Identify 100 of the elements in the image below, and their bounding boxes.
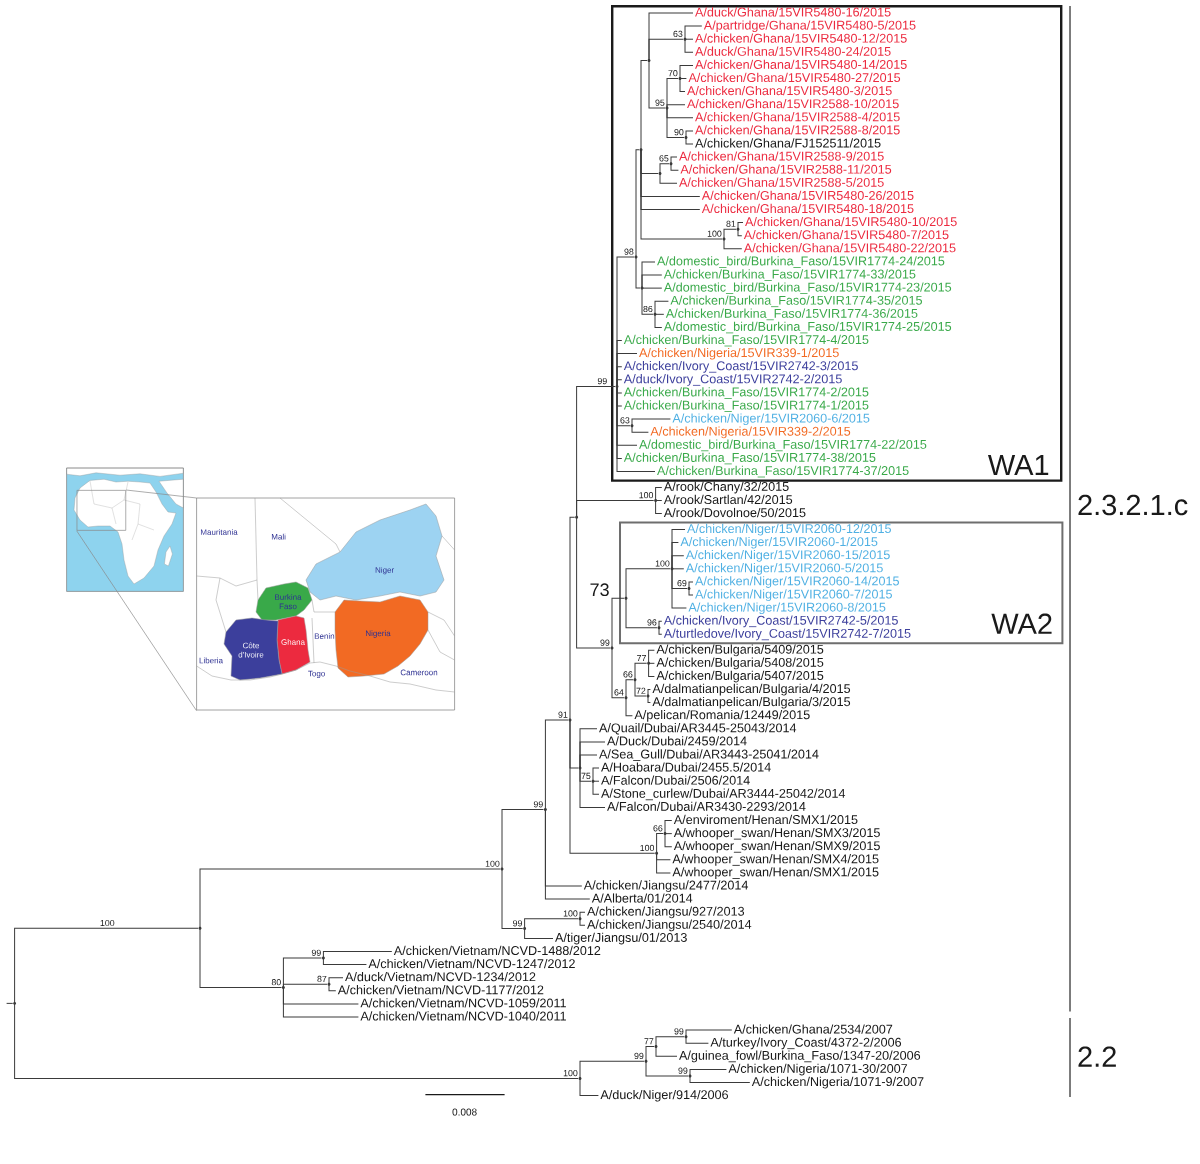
branch-line bbox=[592, 780, 600, 795]
branch-line bbox=[685, 130, 694, 138]
branch-line bbox=[544, 719, 569, 811]
branch-line bbox=[679, 78, 686, 93]
branch-line bbox=[616, 256, 635, 387]
branch-line bbox=[625, 568, 671, 599]
branch-line bbox=[684, 25, 703, 40]
branch-line bbox=[666, 107, 685, 138]
branch-line bbox=[579, 911, 586, 920]
zoom-line bbox=[76, 530, 197, 712]
branch-line bbox=[634, 679, 647, 697]
branch-line bbox=[579, 1077, 599, 1097]
branch-line bbox=[282, 983, 328, 989]
branch-line bbox=[688, 581, 694, 589]
branch-line bbox=[592, 780, 600, 782]
branch-line bbox=[282, 957, 322, 989]
branch-line bbox=[670, 156, 678, 165]
branch-line bbox=[671, 529, 686, 570]
branch-line bbox=[685, 1029, 733, 1038]
branch-line bbox=[634, 662, 648, 681]
branch-line bbox=[625, 679, 634, 699]
branch-line bbox=[641, 261, 656, 289]
branch-line bbox=[631, 425, 649, 433]
branch-line bbox=[524, 928, 554, 939]
branch-line bbox=[679, 64, 694, 79]
branch-line bbox=[569, 516, 576, 721]
branch-line bbox=[625, 597, 658, 629]
branch-line bbox=[641, 287, 663, 289]
branch-line bbox=[659, 173, 678, 184]
branch-line bbox=[664, 833, 673, 848]
branch-line bbox=[654, 313, 663, 328]
zoom-line bbox=[125, 489, 197, 499]
branch-line bbox=[689, 1075, 751, 1083]
map bbox=[196, 497, 455, 711]
branch-line bbox=[689, 1068, 727, 1077]
branch-line bbox=[648, 60, 666, 109]
branch-line bbox=[648, 662, 655, 677]
branch-line bbox=[684, 38, 694, 40]
clade-label: 2.3.2.1.c bbox=[1078, 494, 1188, 516]
locator-map bbox=[66, 467, 184, 592]
branch-line bbox=[14, 1002, 579, 1079]
branch-line bbox=[737, 228, 743, 237]
branch-line bbox=[199, 868, 501, 929]
branch-line bbox=[664, 820, 673, 835]
branch-line bbox=[658, 627, 663, 635]
branch-line bbox=[640, 149, 723, 240]
branch-line bbox=[648, 662, 655, 664]
branch-line bbox=[656, 833, 664, 854]
branch-line bbox=[685, 136, 694, 145]
branch-line bbox=[658, 620, 663, 629]
branch-line bbox=[688, 587, 694, 596]
branch-line bbox=[501, 809, 544, 870]
branch-line bbox=[648, 649, 655, 664]
branch-line bbox=[282, 987, 359, 1018]
branch-line bbox=[616, 385, 656, 472]
branch-line bbox=[501, 868, 524, 930]
branch-line bbox=[199, 927, 282, 989]
bootstrap-value: 73 bbox=[590, 583, 609, 597]
zoom-frame bbox=[76, 490, 127, 531]
branch-line bbox=[647, 695, 651, 704]
branch-line bbox=[328, 983, 337, 992]
branch-line bbox=[648, 12, 694, 61]
branch-line bbox=[656, 852, 671, 874]
branch-line bbox=[655, 500, 663, 515]
branch-line bbox=[635, 256, 641, 289]
branch-line bbox=[635, 149, 640, 258]
branch-line bbox=[579, 1060, 645, 1079]
branch-line bbox=[647, 689, 651, 697]
branch-line bbox=[576, 385, 616, 518]
branch-line bbox=[524, 918, 579, 930]
branch-line bbox=[666, 78, 679, 109]
branch-line bbox=[685, 1036, 709, 1044]
branch-line bbox=[544, 809, 591, 900]
branch-line bbox=[322, 957, 367, 966]
branch-line bbox=[592, 767, 600, 782]
branch-line bbox=[579, 728, 598, 769]
branch-line bbox=[631, 418, 671, 427]
branch-line bbox=[655, 1046, 678, 1057]
branch-line bbox=[671, 568, 687, 609]
branch-line bbox=[655, 1036, 685, 1047]
branch-line bbox=[14, 927, 199, 1004]
branch-line bbox=[576, 516, 611, 649]
branch-line bbox=[328, 977, 344, 985]
branch-line bbox=[666, 104, 686, 109]
branch-line bbox=[659, 163, 670, 174]
clade-label: 2.2 bbox=[1078, 1046, 1116, 1067]
branch-line bbox=[654, 313, 665, 315]
branch-line bbox=[611, 647, 625, 699]
branch-line bbox=[723, 228, 737, 240]
branch-line bbox=[6, 1002, 14, 1004]
branch-line bbox=[641, 287, 654, 315]
branch-line bbox=[611, 597, 625, 649]
branch-line bbox=[737, 222, 744, 230]
branch-line bbox=[625, 697, 633, 717]
branch-line bbox=[645, 1060, 689, 1077]
branch-line bbox=[579, 767, 606, 808]
branch-line bbox=[723, 238, 743, 250]
branch-line bbox=[579, 918, 586, 926]
branch-line bbox=[664, 833, 673, 835]
branch-line bbox=[671, 568, 685, 570]
